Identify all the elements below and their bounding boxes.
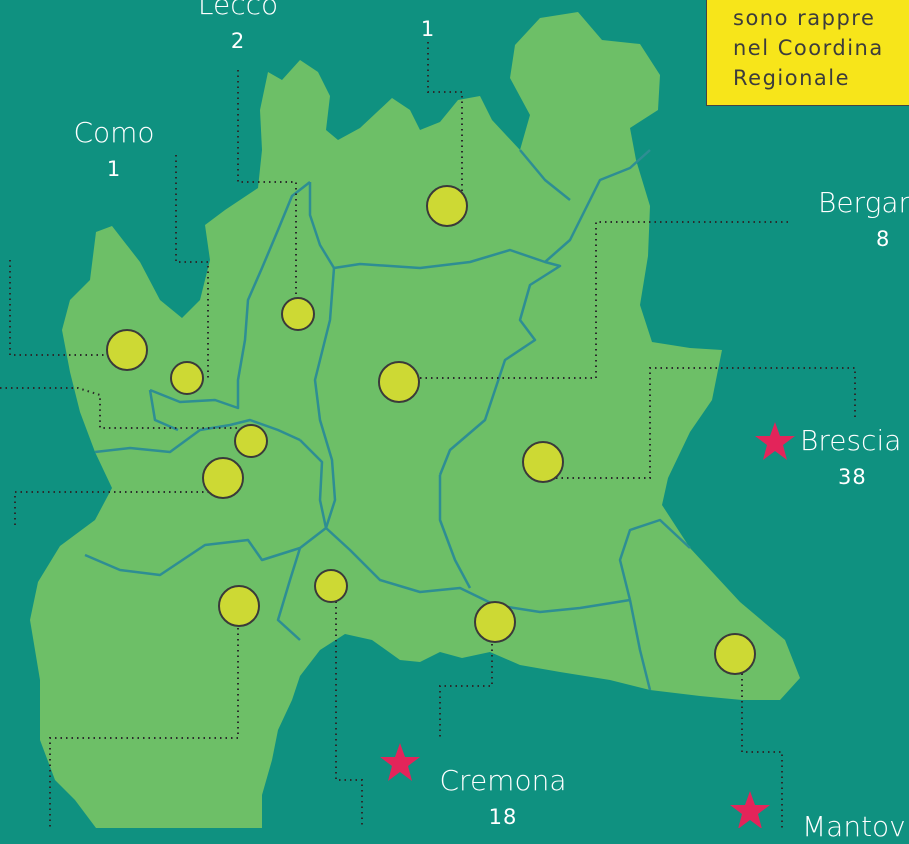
- label-top-count: 1: [420, 17, 436, 41]
- label-como: Como 1: [64, 116, 164, 184]
- label-brescia: Brescia 38: [800, 424, 909, 492]
- marker-sondrio: [426, 185, 468, 227]
- label-como-name: Como: [73, 116, 155, 149]
- label-lecco: Lecco 2: [188, 0, 288, 56]
- label-mantova: Mantov: [802, 810, 909, 844]
- label-cremona: Cremona 18: [428, 764, 578, 832]
- legend-note-line-2: nel Coordina: [733, 36, 884, 60]
- legend-note: sono rappre nel Coordina Regionale: [706, 0, 909, 106]
- marker-como: [170, 361, 204, 395]
- label-lecco-name: Lecco: [197, 0, 279, 21]
- star-brescia-icon: [755, 422, 795, 460]
- label-como-count: 1: [106, 157, 122, 181]
- marker-lodi: [314, 569, 348, 603]
- star-mantova-icon: [730, 791, 770, 828]
- label-lecco-count: 2: [230, 29, 246, 53]
- region-lombardy: [30, 12, 800, 828]
- marker-varese: [106, 329, 148, 371]
- label-cremona-name: Cremona: [439, 764, 567, 797]
- label-top: 1: [408, 10, 448, 44]
- label-mantova-name: Mantov: [802, 810, 906, 843]
- label-brescia-count: 38: [838, 465, 867, 489]
- province-borders: [84, 149, 691, 691]
- marker-lecco: [281, 297, 315, 331]
- star-cremona-icon: [380, 743, 420, 781]
- marker-bergamo: [378, 361, 420, 403]
- marker-milano: [202, 457, 244, 499]
- marker-pavia: [218, 585, 260, 627]
- label-cremona-count: 18: [488, 805, 518, 829]
- marker-brescia: [522, 441, 564, 483]
- label-bergamo-name: Bergar: [818, 186, 909, 219]
- marker-mantova: [714, 633, 756, 675]
- marker-cremona: [474, 601, 516, 643]
- markers: [106, 185, 756, 675]
- label-brescia-name: Brescia: [800, 424, 902, 457]
- stars: [380, 422, 795, 828]
- leader-lines: [0, 42, 856, 828]
- marker-monza: [234, 424, 268, 458]
- label-bergamo: Bergar 8: [818, 186, 909, 254]
- legend-note-line-1: sono rappre: [733, 6, 876, 30]
- label-bergamo-count: 8: [876, 227, 891, 251]
- legend-note-line-3: Regionale: [733, 66, 851, 90]
